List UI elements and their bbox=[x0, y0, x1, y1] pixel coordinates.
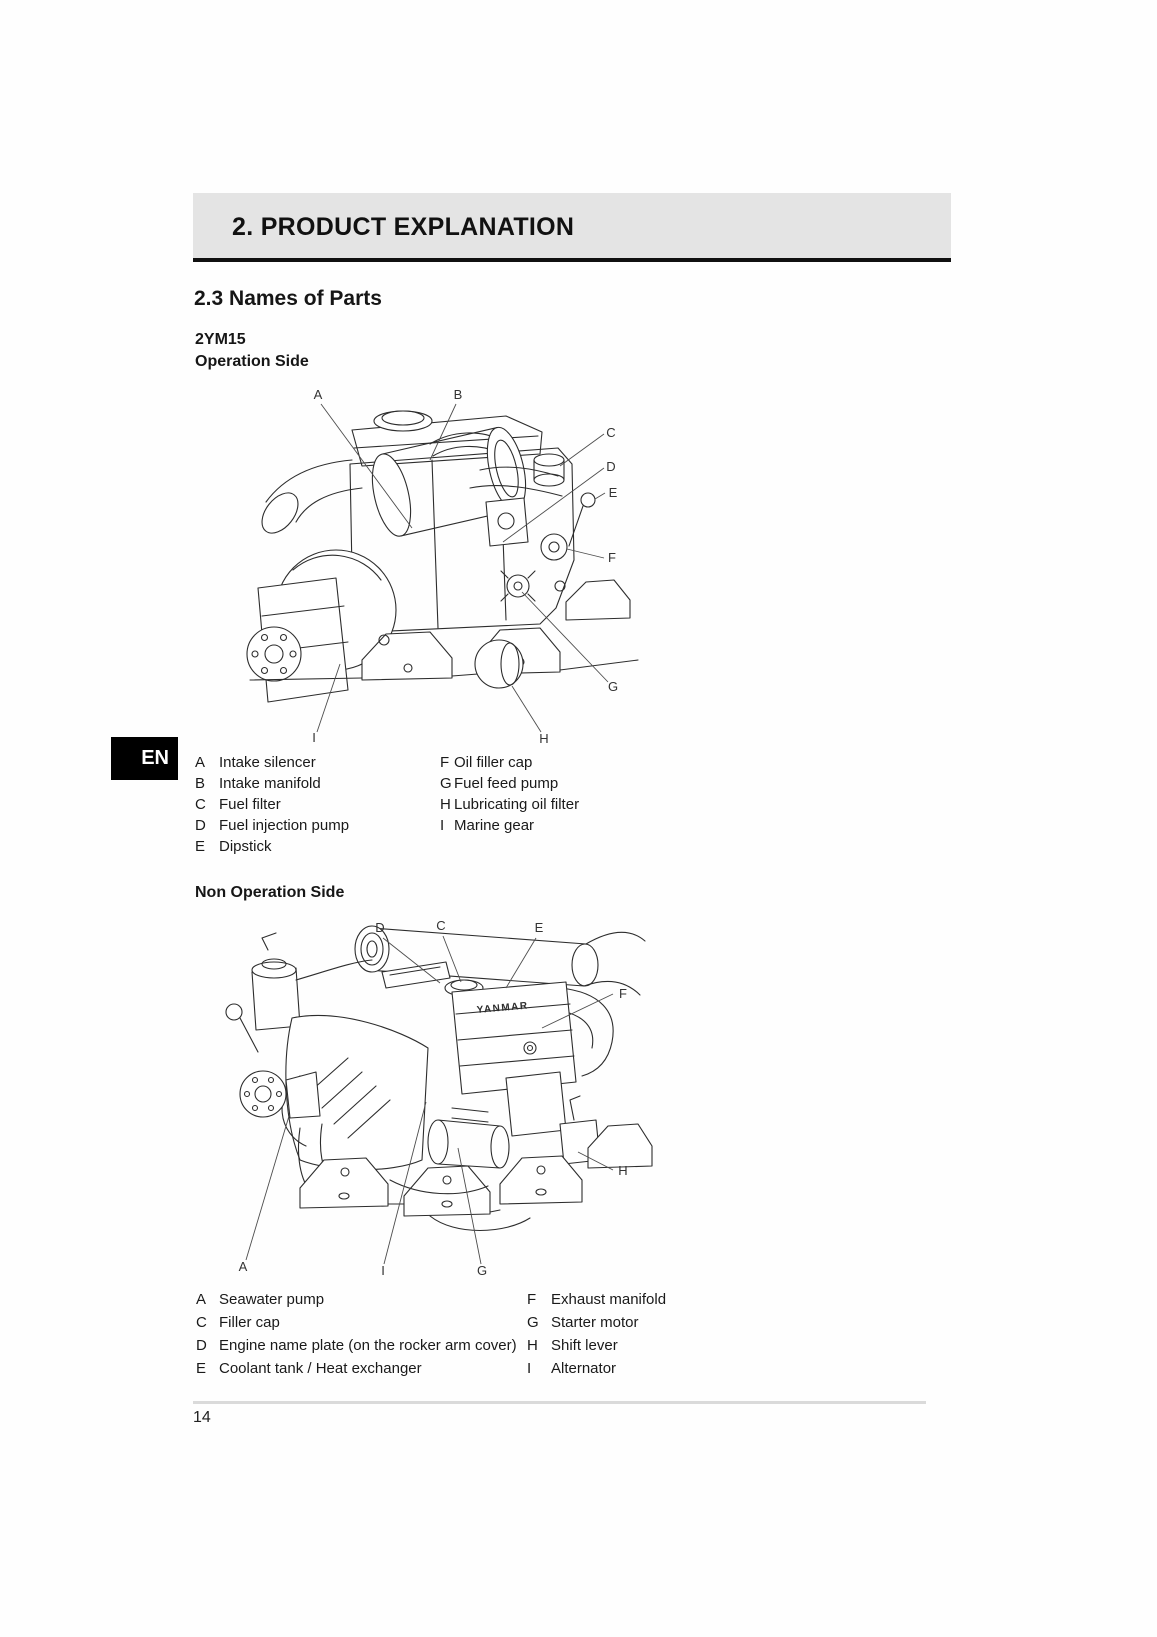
operation-parts-list-left: A Intake silencer B Intake manifold C Fuel … bbox=[195, 753, 349, 857]
callout-leader-lines bbox=[245, 935, 614, 1265]
callout-g: G bbox=[477, 1263, 487, 1278]
part-key: D bbox=[195, 816, 206, 834]
callout-i: I bbox=[312, 730, 316, 745]
callout-c: C bbox=[436, 918, 445, 933]
parts-list-item: H Shift lever bbox=[527, 1334, 666, 1357]
parts-list-item: I Marine gear bbox=[440, 816, 579, 837]
part-key: D bbox=[196, 1337, 207, 1354]
callout-h: H bbox=[618, 1163, 627, 1178]
section-title: 2.3 Names of Parts bbox=[194, 287, 382, 310]
parts-list-item: D Engine name plate (on the rocker arm co… bbox=[196, 1334, 517, 1357]
non-operation-parts-list-left: A Seawater pump C Filler cap D Engine name … bbox=[196, 1288, 517, 1380]
part-key: E bbox=[195, 837, 206, 855]
non-operation-side-heading: Non Operation Side bbox=[195, 884, 345, 901]
callout-f: F bbox=[619, 986, 627, 1001]
engine-diagram-non-operation-side: YANMAR bbox=[225, 918, 653, 1278]
callout-d: D bbox=[375, 920, 384, 935]
part-name: Filler cap bbox=[219, 1314, 280, 1331]
callout-i: I bbox=[381, 1263, 385, 1278]
part-name: Fuel feed pump bbox=[454, 774, 559, 792]
part-key: C bbox=[196, 1314, 207, 1331]
chapter-header-box bbox=[193, 193, 951, 258]
part-name: Lubricating oil filter bbox=[454, 795, 580, 813]
callout-b: B bbox=[454, 387, 463, 402]
model-label: 2YM15 bbox=[195, 331, 246, 348]
part-key: C bbox=[195, 795, 206, 813]
operation-side-heading: Operation Side bbox=[195, 353, 309, 370]
part-name: Alternator bbox=[551, 1360, 617, 1377]
part-name: Fuel injection pump bbox=[219, 816, 350, 834]
part-name: Seawater pump bbox=[219, 1291, 325, 1308]
part-name: Marine gear bbox=[454, 816, 535, 834]
part-key: F bbox=[527, 1291, 537, 1308]
callout-g: G bbox=[608, 679, 618, 694]
part-key: E bbox=[196, 1360, 207, 1377]
chapter-title: 2. PRODUCT EXPLANATION bbox=[232, 213, 575, 241]
callout-a: A bbox=[239, 1259, 248, 1274]
callout-h: H bbox=[539, 731, 548, 746]
part-key: G bbox=[440, 774, 452, 792]
parts-list-item: A Intake silencer bbox=[195, 753, 349, 774]
parts-list-item: B Intake manifold bbox=[195, 774, 349, 795]
part-name: Engine name plate (on the rocker arm cov… bbox=[219, 1337, 517, 1354]
callout-e: E bbox=[609, 485, 618, 500]
part-key: H bbox=[440, 795, 451, 813]
part-key: A bbox=[196, 1291, 207, 1308]
part-key: I bbox=[440, 816, 445, 834]
part-name: Shift lever bbox=[551, 1337, 618, 1354]
callout-a: A bbox=[314, 387, 323, 402]
part-name: Intake silencer bbox=[219, 754, 316, 771]
part-name: Exhaust manifold bbox=[551, 1291, 667, 1308]
parts-list-item: E Coolant tank / Heat exchanger bbox=[196, 1357, 517, 1380]
parts-list-item: E Dipstick bbox=[195, 837, 349, 858]
part-name: Fuel filter bbox=[219, 795, 281, 813]
page-number: 14 bbox=[193, 1409, 211, 1426]
part-key: H bbox=[527, 1337, 538, 1354]
parts-list-item: I Alternator bbox=[527, 1357, 666, 1380]
part-key: F bbox=[440, 754, 450, 771]
part-name: Intake manifold bbox=[219, 774, 321, 792]
part-name: Dipstick bbox=[219, 837, 272, 855]
part-name: Oil filler cap bbox=[454, 754, 533, 771]
parts-list-item: F Exhaust manifold bbox=[527, 1288, 666, 1311]
callout-e: E bbox=[535, 920, 544, 935]
engine-diagram-operation-side: A B C D E F G H I bbox=[246, 387, 639, 746]
parts-list-item: C Filler cap bbox=[196, 1311, 517, 1334]
parts-list-item: D Fuel injection pump bbox=[195, 816, 349, 837]
part-key: B bbox=[195, 774, 206, 792]
language-tab: EN bbox=[111, 737, 178, 780]
part-name: Coolant tank / Heat exchanger bbox=[219, 1360, 422, 1377]
part-name: Starter motor bbox=[551, 1314, 639, 1331]
part-key: I bbox=[527, 1360, 532, 1377]
parts-list-item: C Fuel filter bbox=[195, 795, 349, 816]
callout-leader-lines bbox=[316, 403, 609, 733]
part-key: G bbox=[527, 1314, 539, 1331]
parts-list-item: G Starter motor bbox=[527, 1311, 666, 1334]
parts-list-item: A Seawater pump bbox=[196, 1288, 517, 1311]
callout-f: F bbox=[608, 550, 616, 565]
engine-brand-plate: YANMAR bbox=[476, 1001, 529, 1016]
part-key: A bbox=[195, 754, 206, 771]
callout-d: D bbox=[606, 459, 615, 474]
footer-rule bbox=[193, 1401, 926, 1404]
non-operation-parts-list-right: F Exhaust manifold G Starter motor H Shift … bbox=[527, 1288, 666, 1380]
callout-c: C bbox=[606, 425, 615, 440]
chapter-rule bbox=[193, 258, 951, 262]
